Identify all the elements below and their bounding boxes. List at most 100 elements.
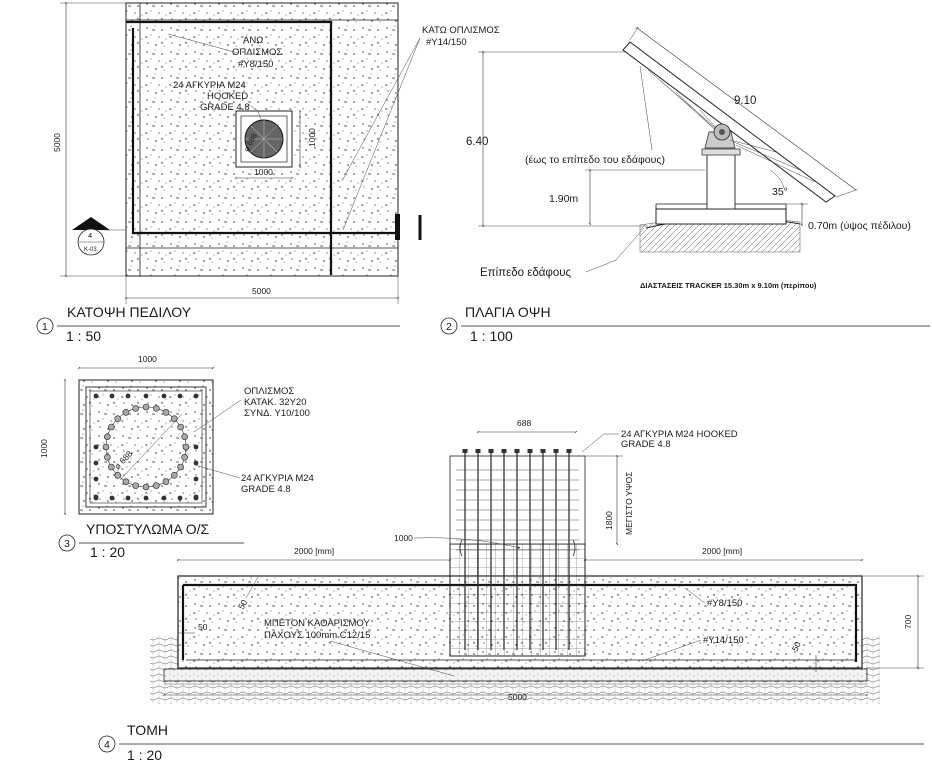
section-mark: 4 K-03 [72, 217, 126, 256]
side-view-title: ΠΛΑΓΙΑ ΟΨΗ [465, 304, 551, 320]
section-label-blinding-1: ΜΠΕΤΟΝ ΚΑΘΑΡΙΣΜΟΥ [264, 618, 371, 629]
side-footing [655, 208, 787, 225]
anchor-nut [540, 449, 546, 453]
anchor-bolt [153, 482, 160, 489]
column-rebar [125, 393, 131, 399]
column-view-scale: 1 : 20 [90, 544, 125, 560]
column-rebar [93, 444, 99, 450]
anchor-bolt [142, 403, 150, 411]
anchor-bolt [181, 454, 188, 461]
plan-view: ø 688 1000 1000 5000 5000 ΑΝΩ ΟΠΛΙΣΜΟΣ #… [36, 1, 500, 344]
side-dim-length: 9.10 [734, 95, 756, 107]
column-rebar [193, 460, 199, 466]
column-rebar [161, 495, 167, 501]
column-outline [78, 379, 214, 515]
plan-view-number: 1 [42, 321, 48, 333]
anchor-nut [462, 449, 468, 453]
section-dim-1000: 1000 [394, 533, 413, 543]
column-rebar [193, 393, 199, 399]
anchor-bolt [122, 409, 130, 416]
plan-label-anchors-1: 24 ΑΓΚΥΡΙΑ Μ24 [173, 80, 246, 91]
section-mark-number: 4 [88, 231, 92, 240]
anchor-nut [553, 449, 559, 453]
anchor-bolt [177, 423, 184, 431]
anchor-cage-bars [456, 449, 579, 650]
side-view-scale: 1 : 100 [470, 328, 513, 344]
plan-view-scale: 1 : 50 [66, 328, 101, 344]
column-rebar [177, 393, 183, 399]
column-view-title: ΥΠΟΣΤΥΛΩΜΑ Ο/Σ [86, 521, 210, 537]
anchor-bolt [142, 483, 150, 491]
column-rebar [143, 393, 149, 399]
anchor-bolt [104, 433, 111, 440]
plan-label-top-rebar-1: ΑΝΩ [243, 35, 263, 46]
section-label-y8: #Υ8/150 [707, 598, 742, 609]
column-label-anchors-2: GRADE 4.8 [241, 484, 291, 495]
anchor-nut [514, 449, 520, 453]
section-dim-50-b: 50 [198, 622, 208, 632]
anchor-bolt [108, 423, 115, 431]
column-rebar [193, 495, 199, 501]
side-tracker-caption: ΔΙΑΣΤΑΣΕΙΣ TRACKER 15.30m x 9.10m (περίπ… [640, 281, 817, 290]
section-label-y14: #Υ14/150 [703, 635, 744, 646]
column-anchor-bolts [102, 403, 190, 491]
side-dim-190: 1.90m [549, 193, 578, 205]
anchor-nut [566, 449, 572, 453]
anchor-bolt [132, 482, 139, 489]
anchor-bolt [114, 471, 122, 479]
side-label-ground: Επίπεδο εδάφους [480, 267, 572, 279]
plan-label-top-rebar-2: ΟΠΛΙΣΜΟΣ [232, 47, 282, 58]
column-view: ø 688 1000 1000 ΟΠΛΙΣΜΟΣ ΚΑΤΑΚ. 32Υ20 ΣΥ… [39, 354, 314, 560]
plan-dim-5000-side: 5000 [52, 133, 62, 152]
bottom-rebar-line [131, 28, 398, 235]
side-note-ground: (έως το επίπεδο του εδάφους) [525, 154, 665, 166]
anchor-nut [475, 449, 481, 453]
anchor-bolt [181, 433, 188, 440]
section-dim-688: 688 [517, 418, 531, 428]
side-dim-height: 6.40 [466, 136, 488, 148]
anchor-bolt [108, 463, 115, 471]
section-dim-700: 700 [903, 615, 913, 629]
anchor-bolt [132, 405, 139, 412]
column-dim-1000-side: 1000 [39, 439, 49, 458]
anchor-bolt [153, 405, 160, 412]
blinding-layer [163, 668, 868, 682]
column-rebar [193, 444, 199, 450]
anchor-bolt [162, 478, 170, 485]
anchor-bolt [122, 478, 130, 485]
column-rebar [93, 494, 99, 500]
anchor-bolt [102, 443, 110, 451]
plan-view-title: ΚΑΤΟΨΗ ΠΕΔΙΛΟΥ [67, 304, 192, 320]
plan-dim-1000-h: 1000 [254, 167, 273, 177]
plan-dim-1000-v: 1000 [307, 128, 317, 147]
side-post [706, 151, 736, 210]
plan-label-top-rebar-3: #Υ8/150 [238, 59, 273, 70]
column-rebar [177, 495, 183, 501]
section-dim-1800: 1800 [604, 511, 614, 530]
column-rebar [109, 495, 115, 501]
section-dim-50-c: 50 [790, 640, 803, 653]
anchor-bolt [170, 415, 178, 423]
column-label-rebar-1: ΟΠΛΙΣΜΟΣ [244, 386, 294, 397]
anchor-bolt [177, 463, 184, 471]
side-dim-angle: 35° [772, 186, 788, 198]
column-rebar [93, 476, 99, 482]
plan-label-anchors-3: GRADE 4.8 [200, 102, 250, 113]
column-rebar [93, 393, 99, 399]
section-label-anchors-2: GRADE 4.8 [621, 439, 671, 450]
column-rebar [125, 495, 131, 501]
anchor-nut [501, 449, 507, 453]
section-dim-2000-left: 2000 [mm] [294, 546, 334, 556]
plan-dim-5000-bottom: 5000 [252, 286, 271, 296]
anchor-nut [488, 449, 494, 453]
plan-label-bottom-rebar-1: ΚΑΤΩ ΟΠΛΙΣΜΟΣ [422, 25, 500, 36]
anchor-bolt [182, 443, 190, 451]
column-rebar [109, 393, 115, 399]
column-label-rebar-2: ΚΑΤΑΚ. 32Υ20 [244, 397, 307, 408]
column-rebar [93, 460, 99, 466]
side-dim-070: 0.70m (ύψος πέδιλου) [808, 220, 911, 232]
anchor-bolt [104, 454, 111, 461]
column-label-anchors-1: 24 ΑΓΚΥΡΙΑ Μ24 [241, 473, 314, 484]
column-rebar [193, 476, 199, 482]
